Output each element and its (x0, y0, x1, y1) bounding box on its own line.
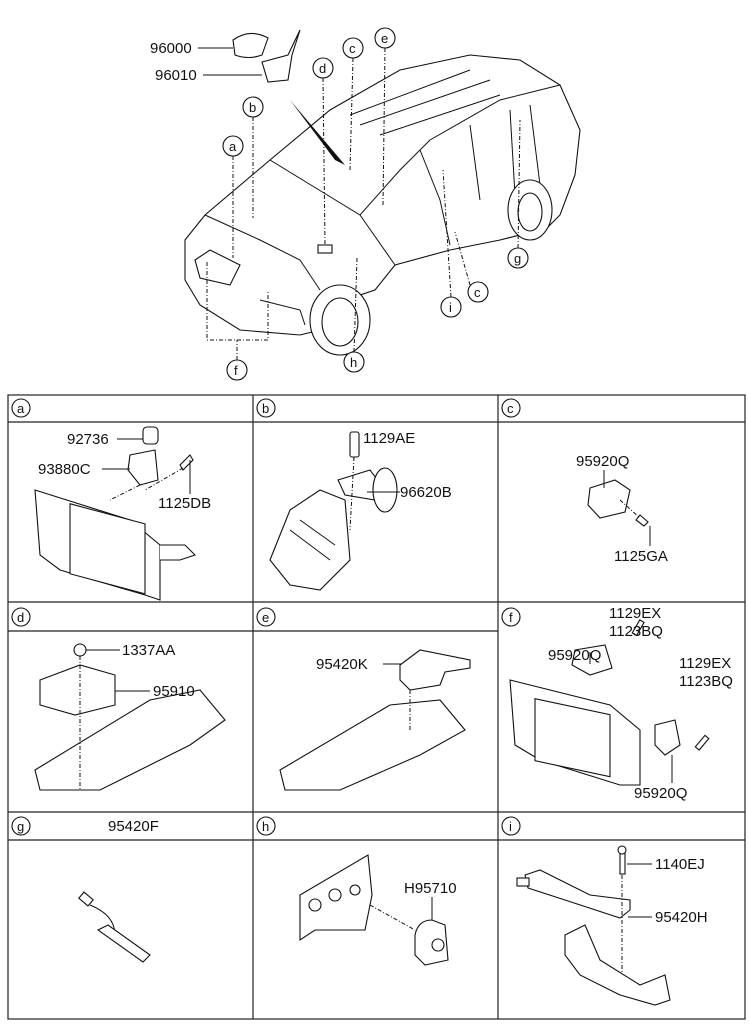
cell-f-illustration: 1129EX 1123BQ 95920Q 1129EX 1123BQ 95920… (509, 605, 733, 802)
cell-b-illustration: 1129AE 96620B (269, 430, 452, 591)
parts-grid (7, 394, 746, 1020)
callout-f: f (206, 262, 269, 381)
svg-text:b: b (249, 100, 256, 115)
svg-text:d: d (319, 61, 326, 76)
callout-i: i (440, 169, 462, 318)
part-label: 1337AA (122, 642, 175, 659)
part-label: 92736 (67, 431, 109, 448)
cell-header-g: g (11, 816, 31, 836)
svg-text:e: e (262, 610, 269, 625)
part-label: 1140EJ (655, 856, 705, 873)
callout-g: g (507, 119, 529, 269)
svg-text:i: i (509, 819, 512, 834)
part-label: 1129EX (679, 655, 731, 672)
part-label: 1125DB (158, 495, 211, 512)
part-label: 95910 (153, 683, 195, 700)
part-label: 95420H (655, 909, 708, 926)
cell-header-d: d (11, 607, 31, 627)
callout-b: b (242, 96, 264, 218)
svg-text:a: a (229, 139, 237, 154)
svg-text:c: c (349, 41, 356, 56)
part-label: 95920Q (576, 453, 629, 470)
cell-e-illustration: 95420K (279, 649, 471, 791)
svg-text:b: b (262, 401, 269, 416)
callout-e: e (374, 27, 396, 206)
part-label: 96010 (155, 67, 197, 84)
svg-text:g: g (17, 819, 24, 834)
svg-text:d: d (17, 610, 24, 625)
cell-header-e: e (256, 607, 276, 627)
part-label: 96000 (150, 40, 192, 57)
cell-header-a: a (11, 398, 31, 418)
callout-c2: c (454, 231, 489, 303)
part-label: 95920Q (634, 785, 687, 802)
cell-header-h: h (256, 816, 276, 836)
part-label: 1125GA (614, 548, 668, 565)
svg-text:e: e (381, 31, 388, 46)
part-label: 95920Q (548, 647, 601, 664)
cell-header-b: b (256, 398, 276, 418)
part-label: 96620B (400, 484, 452, 501)
cell-header-c: c (501, 398, 521, 418)
callout-c: c (342, 37, 364, 171)
cell-header-f: f (501, 607, 521, 627)
part-label: 95420K (316, 656, 368, 673)
part-label: 1129EX (609, 605, 661, 622)
car-illustration: 96000 96010 a b c d e f g h i c (150, 27, 581, 381)
part-label: 1123BQ (609, 623, 663, 640)
cell-header-i: i (501, 816, 521, 836)
svg-text:f: f (509, 610, 513, 625)
svg-text:h: h (350, 355, 357, 370)
part-label: 1123BQ (679, 673, 733, 690)
part-label: 93880C (38, 461, 91, 478)
svg-text:f: f (234, 363, 238, 378)
svg-text:a: a (17, 401, 25, 416)
part-label: 1129AE (363, 430, 415, 447)
svg-text:h: h (262, 819, 269, 834)
callout-d: d (312, 57, 334, 246)
part-label: 95420F (108, 818, 159, 835)
cell-d-illustration: 1337AA 95910 (34, 642, 226, 791)
callout-a: a (222, 135, 244, 258)
svg-text:c: c (507, 401, 514, 416)
cell-c-illustration: 95920Q 1125GA (576, 453, 668, 565)
svg-text:g: g (514, 251, 521, 266)
svg-text:i: i (449, 300, 452, 315)
cell-g-illustration (78, 891, 151, 963)
part-label: H95710 (404, 880, 457, 897)
cell-a-illustration: 92736 93880C 1125DB (34, 426, 211, 601)
svg-text:c: c (474, 285, 481, 300)
cell-h-illustration: H95710 (299, 854, 457, 966)
callout-h: h (343, 257, 365, 373)
cell-i-illustration: 1140EJ 95420H (516, 845, 708, 1006)
